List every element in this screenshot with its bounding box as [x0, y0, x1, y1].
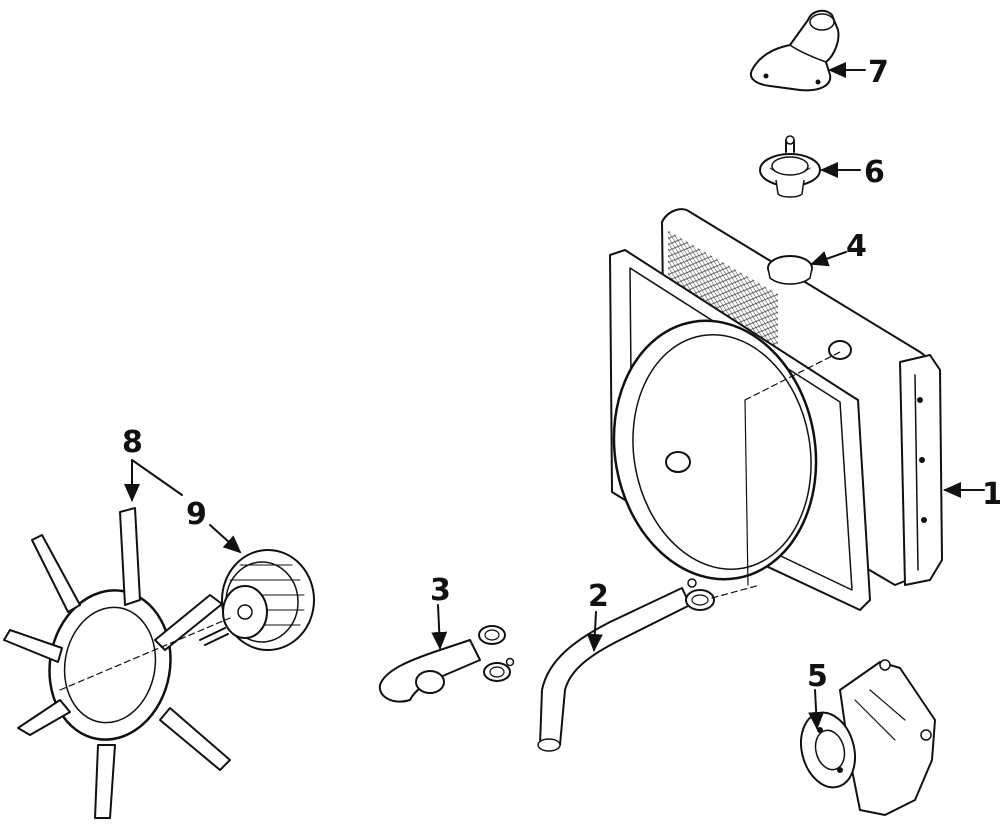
- callout-3: 3: [430, 573, 451, 608]
- lower-hose-part: [537, 578, 761, 752]
- fan-blade-part: [3, 507, 231, 819]
- callout-labels: 7 6 4 1 2 3 5 8 9: [122, 55, 1000, 694]
- callout-2: 2: [588, 579, 609, 614]
- upper-hose-part: [378, 625, 515, 703]
- callout-8: 8: [122, 425, 143, 460]
- callout-4: 4: [846, 229, 867, 264]
- callout-7: 7: [868, 55, 889, 90]
- water-pump-part: [800, 659, 936, 816]
- leader-lines: [124, 62, 985, 730]
- callout-5: 5: [807, 659, 828, 694]
- radiator-cap-part: [767, 255, 813, 285]
- thermostat-part: [759, 135, 821, 198]
- callout-6: 6: [864, 155, 885, 190]
- fan-clutch-part: [199, 549, 315, 651]
- water-outlet-part: [750, 9, 840, 92]
- radiator-part: [609, 208, 943, 611]
- callout-9: 9: [186, 497, 207, 532]
- callout-1: 1: [982, 477, 1000, 512]
